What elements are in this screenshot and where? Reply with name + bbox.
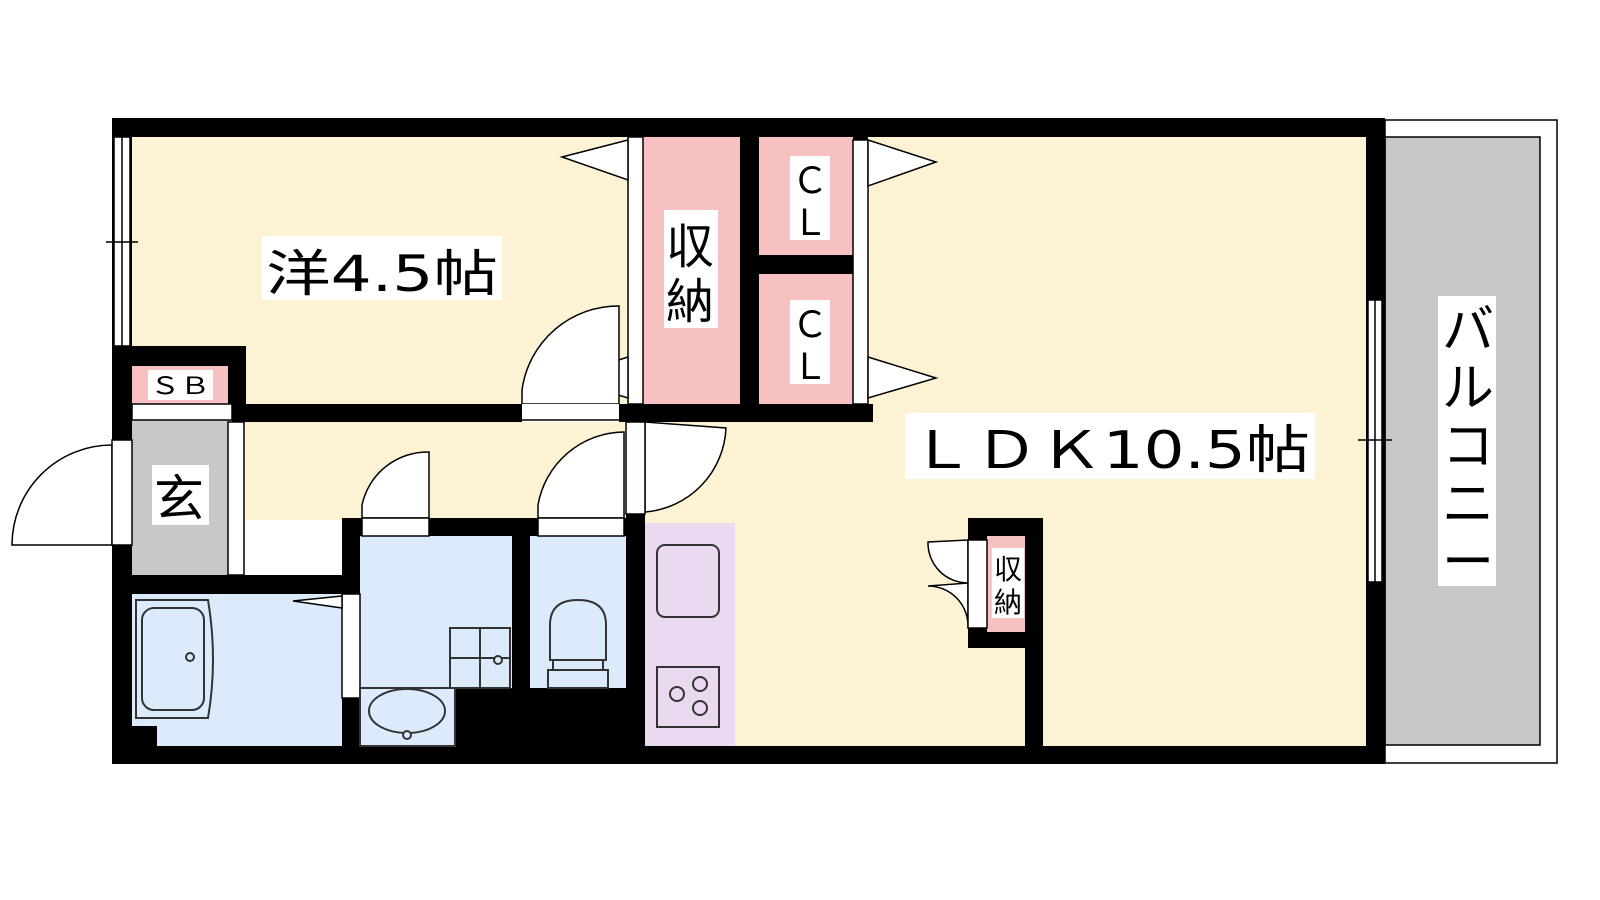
label-ldk: ＬＤＫ10.5帖: [910, 421, 1310, 481]
kitchen-sink-icon: [656, 544, 720, 618]
label-backgrounds: [148, 156, 1496, 618]
label-closet-upper-2: Ｌ: [792, 203, 828, 244]
label-balcony-2: ル: [1442, 359, 1494, 419]
label-closet-upper-1: Ｃ: [792, 161, 828, 202]
bathtub-icon: [135, 599, 214, 719]
label-storage-small-2: 納: [994, 586, 1022, 619]
doors: [11, 305, 988, 699]
label-balcony-1: バ: [1442, 301, 1494, 361]
window-west: [106, 136, 138, 347]
toilet-icon: [547, 598, 609, 689]
label-entrance: 玄: [154, 470, 204, 528]
window-east: [1358, 299, 1392, 583]
label-balcony-3: コ: [1442, 417, 1494, 477]
label-storage-small-1: 収: [994, 553, 1022, 586]
label-western-room: 洋4.5帖: [266, 245, 498, 303]
label-balcony-4: ニ: [1442, 475, 1494, 535]
label-closet-lower-1: Ｃ: [792, 305, 828, 346]
label-storage-main-2: 納: [666, 274, 714, 330]
stove-icon: [656, 666, 720, 728]
label-storage-main-1: 収: [666, 219, 714, 275]
balcony-railing: [1384, 119, 1558, 764]
label-balcony-5: ー: [1442, 533, 1494, 593]
label-closet-lower-2: Ｌ: [792, 347, 828, 388]
sink-icon: [359, 627, 511, 747]
label-shoe-box: ＳＢ: [150, 372, 210, 400]
